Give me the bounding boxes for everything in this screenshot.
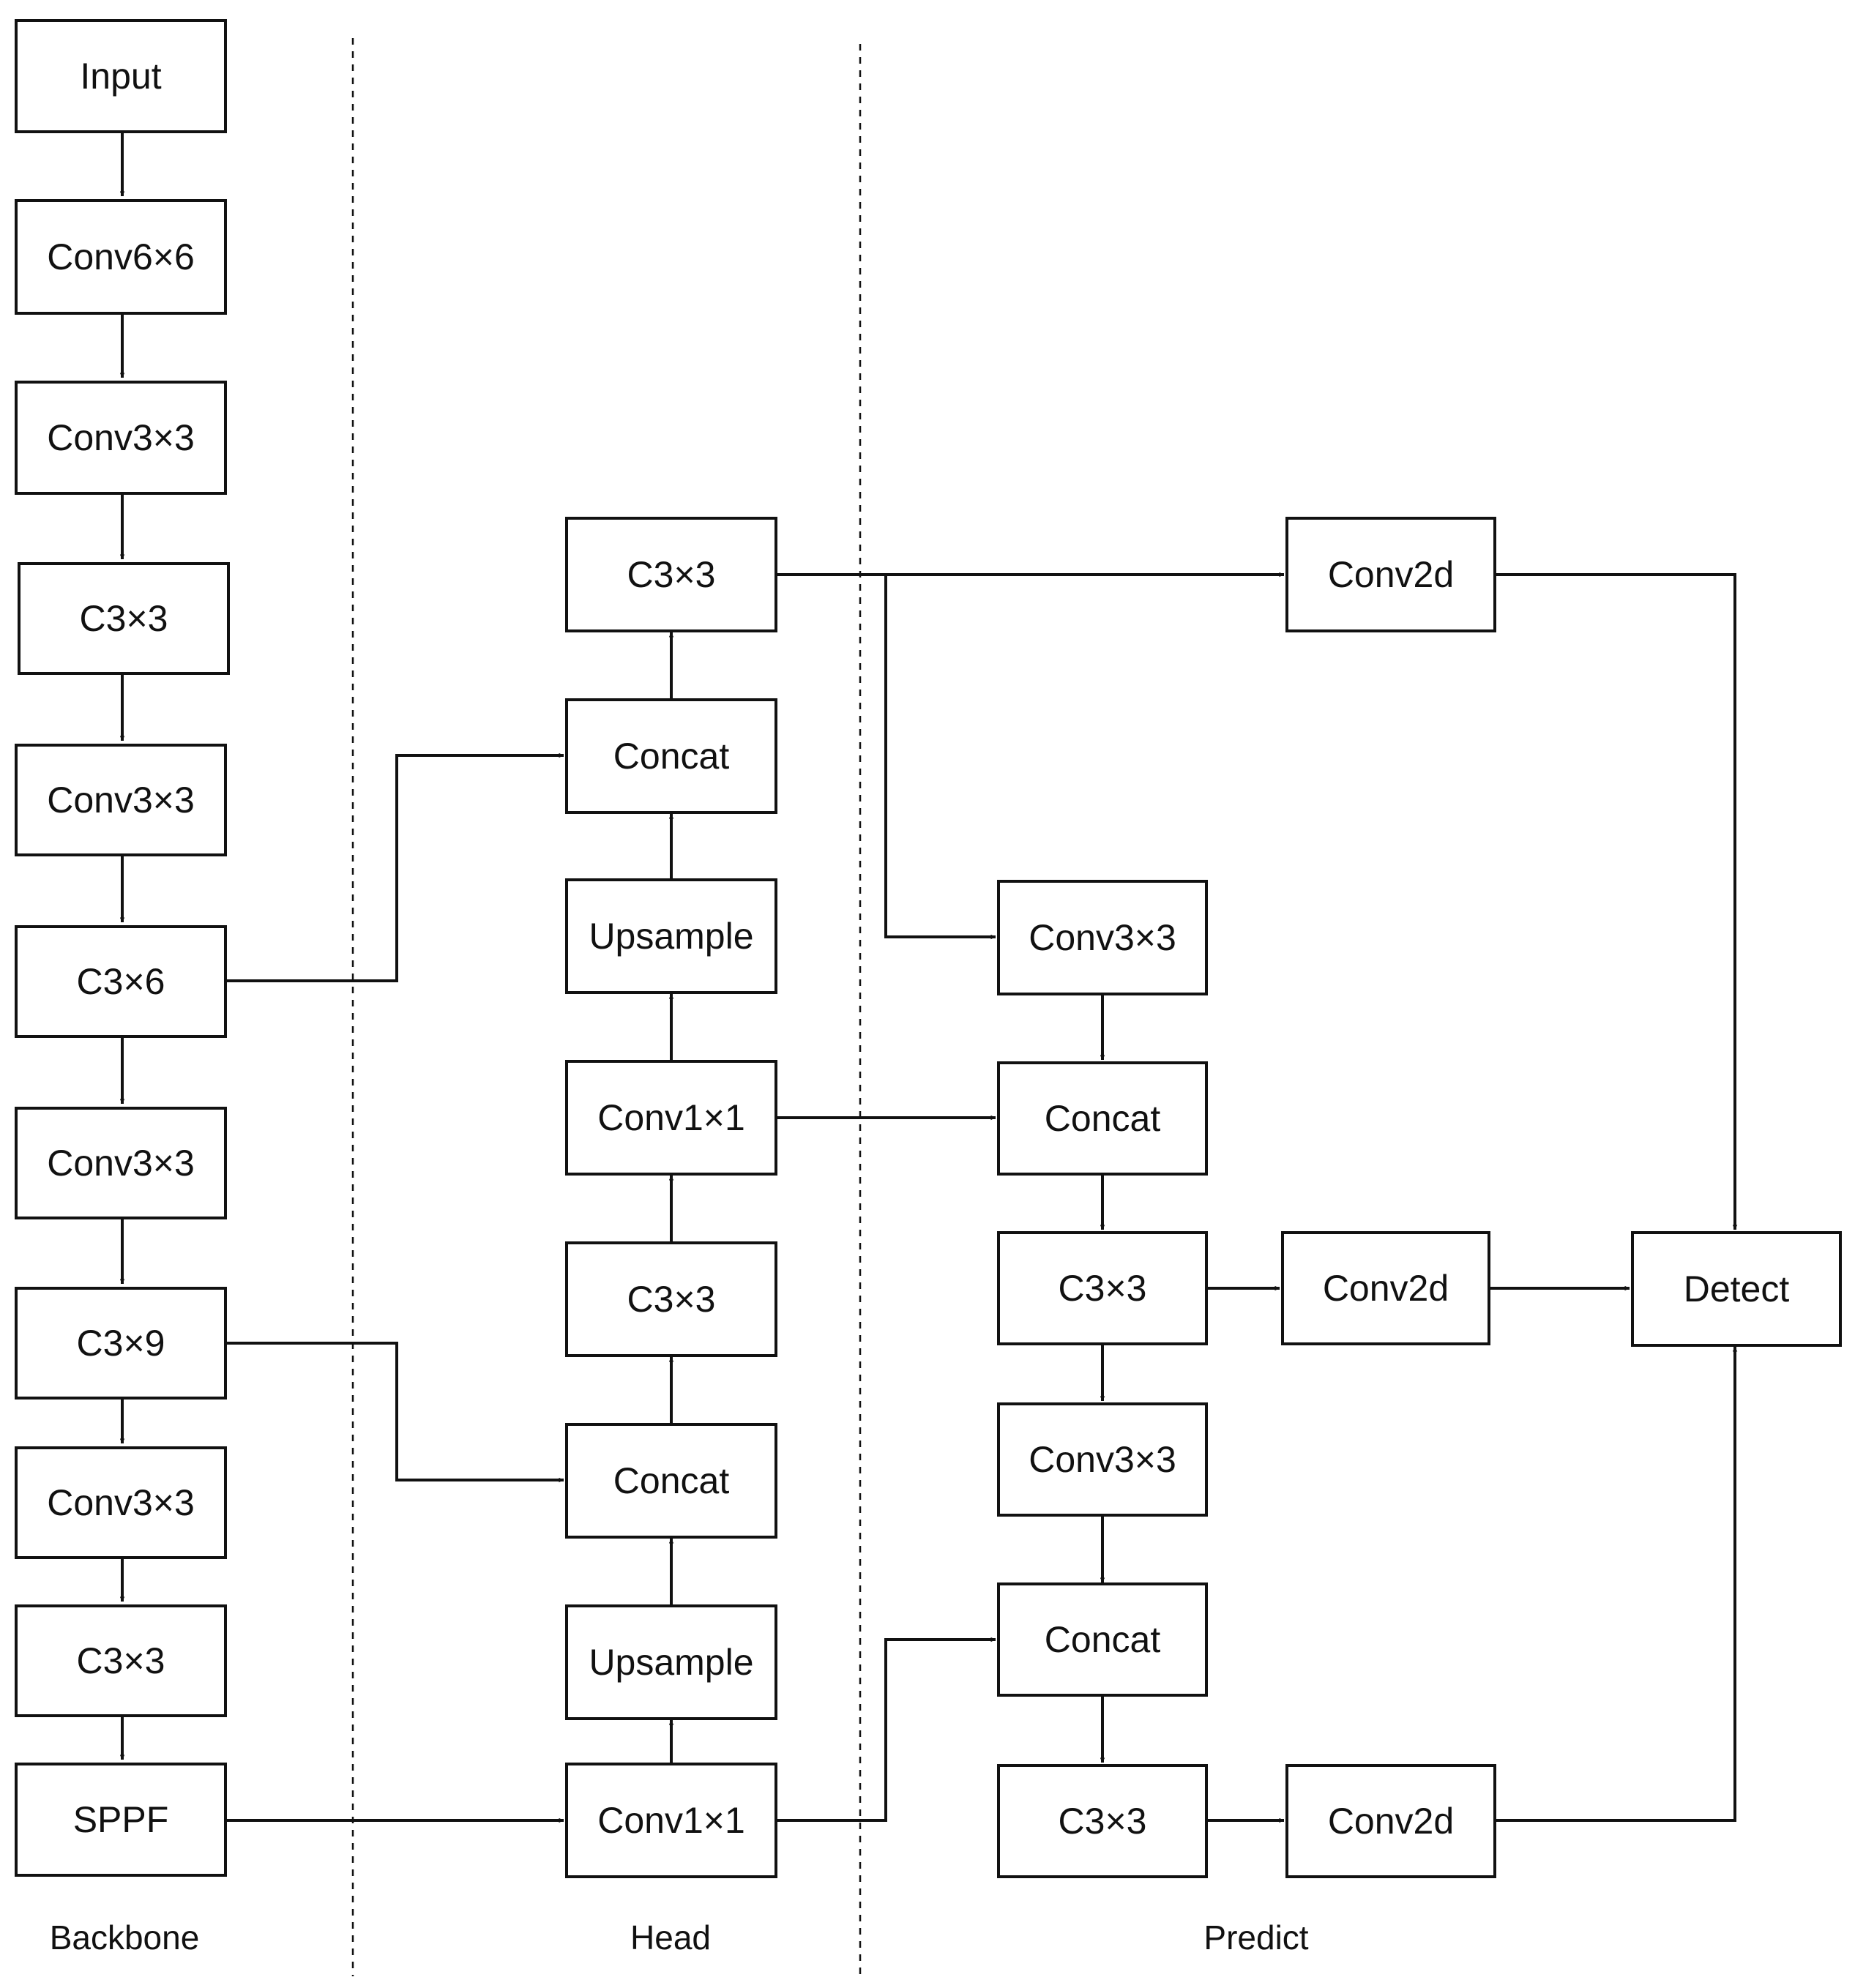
node-head-c3x3-mid: C3×3: [565, 1241, 777, 1357]
section-label-head: Head: [630, 1918, 711, 1957]
node-conv2d-top: Conv2d: [1285, 517, 1496, 632]
node-backbone-conv3x3-4: Conv3×3: [15, 1446, 227, 1559]
node-predict-conv3x3-2: Conv3×3: [997, 1402, 1208, 1517]
node-head-upsample-bottom: Upsample: [565, 1604, 777, 1720]
node-predict-c3x3-1: C3×3: [997, 1231, 1208, 1345]
node-backbone-conv3x3-3: Conv3×3: [15, 1107, 227, 1219]
node-head-conv1x1-top: Conv1×1: [565, 1060, 777, 1176]
arrow-head-c3top-to-predict-conv3a: [884, 575, 996, 940]
node-head-concat-top: Concat: [565, 698, 777, 814]
node-predict-concat-1: Concat: [997, 1061, 1208, 1176]
node-backbone-conv3x3-1: Conv3×3: [15, 381, 227, 495]
arrow-c39-to-head-concat-bottom: [225, 1342, 564, 1483]
node-c3x9: C3×9: [15, 1287, 227, 1400]
node-backbone-conv3x3-2: Conv3×3: [15, 744, 227, 856]
node-predict-conv3x3-1: Conv3×3: [997, 880, 1208, 995]
node-conv2d-bottom: Conv2d: [1285, 1764, 1496, 1878]
node-conv6x6: Conv6×6: [15, 199, 227, 315]
node-head-conv1x1-bottom: Conv1×1: [565, 1763, 777, 1878]
node-input: Input: [15, 19, 227, 133]
arrow-conv2d-bottom-to-detect: [1496, 1347, 1738, 1822]
node-head-concat-bottom: Concat: [565, 1423, 777, 1539]
node-predict-concat-2: Concat: [997, 1582, 1208, 1697]
arrow-c36-to-head-concat-top: [225, 752, 564, 982]
node-backbone-c3x3-2: C3×3: [15, 1604, 227, 1717]
node-predict-c3x3-2: C3×3: [997, 1764, 1208, 1878]
node-sppf: SPPF: [15, 1763, 227, 1877]
arrow-head-conv1b-to-predict-concatb: [777, 1637, 996, 1822]
node-conv2d-mid: Conv2d: [1281, 1231, 1490, 1345]
section-label-predict: Predict: [1203, 1918, 1309, 1957]
node-head-upsample-top: Upsample: [565, 878, 777, 994]
node-detect: Detect: [1631, 1231, 1842, 1347]
arrow-conv2d-top-to-detect: [1496, 573, 1738, 1230]
node-backbone-c3x3-1: C3×3: [18, 562, 230, 675]
node-c3x6: C3×6: [15, 925, 227, 1038]
section-label-backbone: Backbone: [49, 1918, 200, 1957]
node-head-c3x3-top: C3×3: [565, 517, 777, 632]
